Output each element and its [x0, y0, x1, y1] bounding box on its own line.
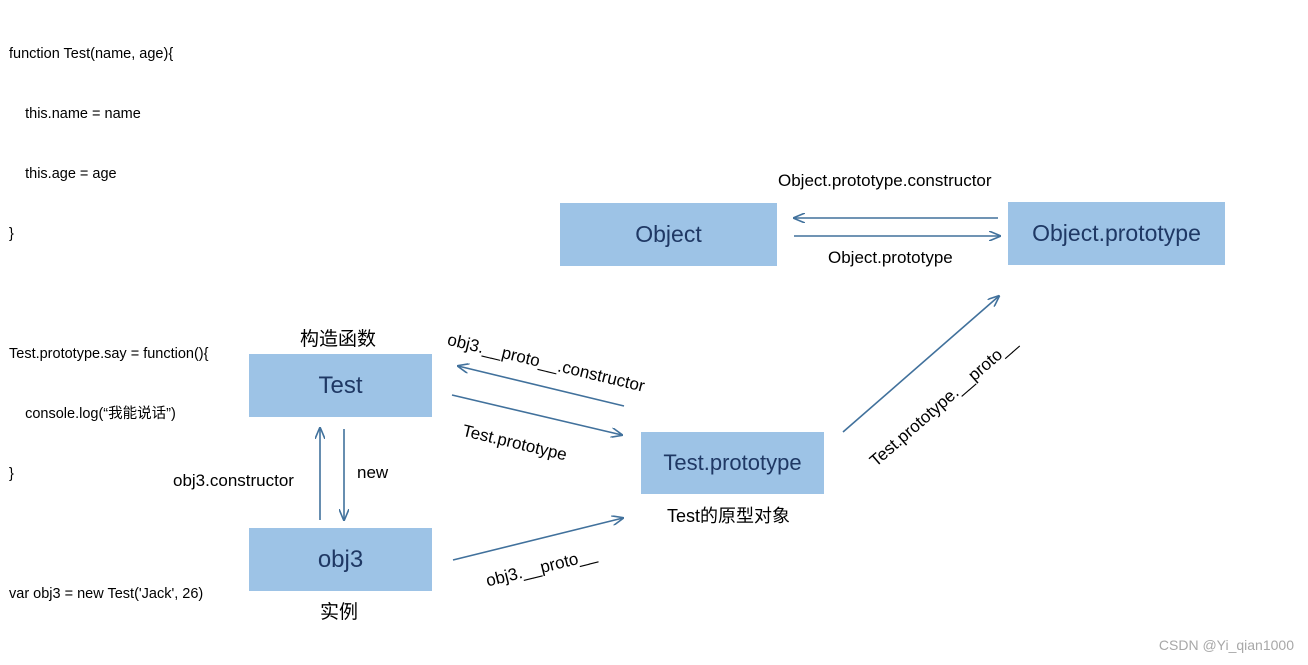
obj3-box: obj3: [249, 528, 432, 591]
obj3-label: obj3: [317, 545, 364, 573]
object-box: Object: [560, 203, 777, 266]
code-line: Test.prototype.say = function(){: [9, 346, 209, 362]
edge-label-object-prototype-constructor: Object.prototype.constructor: [778, 171, 992, 190]
code-line: this.age = age: [9, 166, 117, 182]
arrow-test-prototype-to-object-prototype: [842, 296, 999, 433]
object-prototype-box: Object.prototype: [1008, 202, 1225, 265]
test-label: Test: [318, 371, 363, 399]
code-listing: function Test(name, age){ this.name = na…: [9, 4, 208, 624]
arrow-test-to-test-prototype: [451, 394, 622, 435]
caption-prototype-object: Test的原型对象: [667, 506, 791, 526]
test-box: Test: [249, 354, 432, 417]
edge-label-obj3-constructor: obj3.constructor: [173, 471, 294, 490]
test-prototype-box: Test.prototype: [641, 432, 824, 494]
code-line: var obj3 = new Test('Jack', 26): [9, 586, 204, 602]
code-line: console.log(“我能说话”): [9, 406, 176, 422]
code-line: this.name = name: [9, 106, 141, 122]
watermark: CSDN @Yi_qian1000: [1158, 637, 1294, 653]
caption-constructor-function: 构造函数: [300, 329, 377, 350]
object-prototype-label: Object.prototype: [1032, 220, 1201, 246]
arrow-test-prototype-to-test: [458, 366, 625, 407]
object-label: Object: [635, 221, 702, 247]
code-line: function Test(name, age){: [9, 46, 174, 62]
arrow-obj3-to-test-prototype: [452, 518, 623, 561]
code-line: }: [9, 466, 14, 482]
code-line: }: [9, 226, 14, 242]
edge-label-new: new: [357, 463, 389, 482]
caption-instance: 实例: [320, 602, 359, 623]
edge-label-object-prototype: Object.prototype: [828, 248, 953, 267]
test-prototype-label: Test.prototype: [663, 450, 802, 475]
